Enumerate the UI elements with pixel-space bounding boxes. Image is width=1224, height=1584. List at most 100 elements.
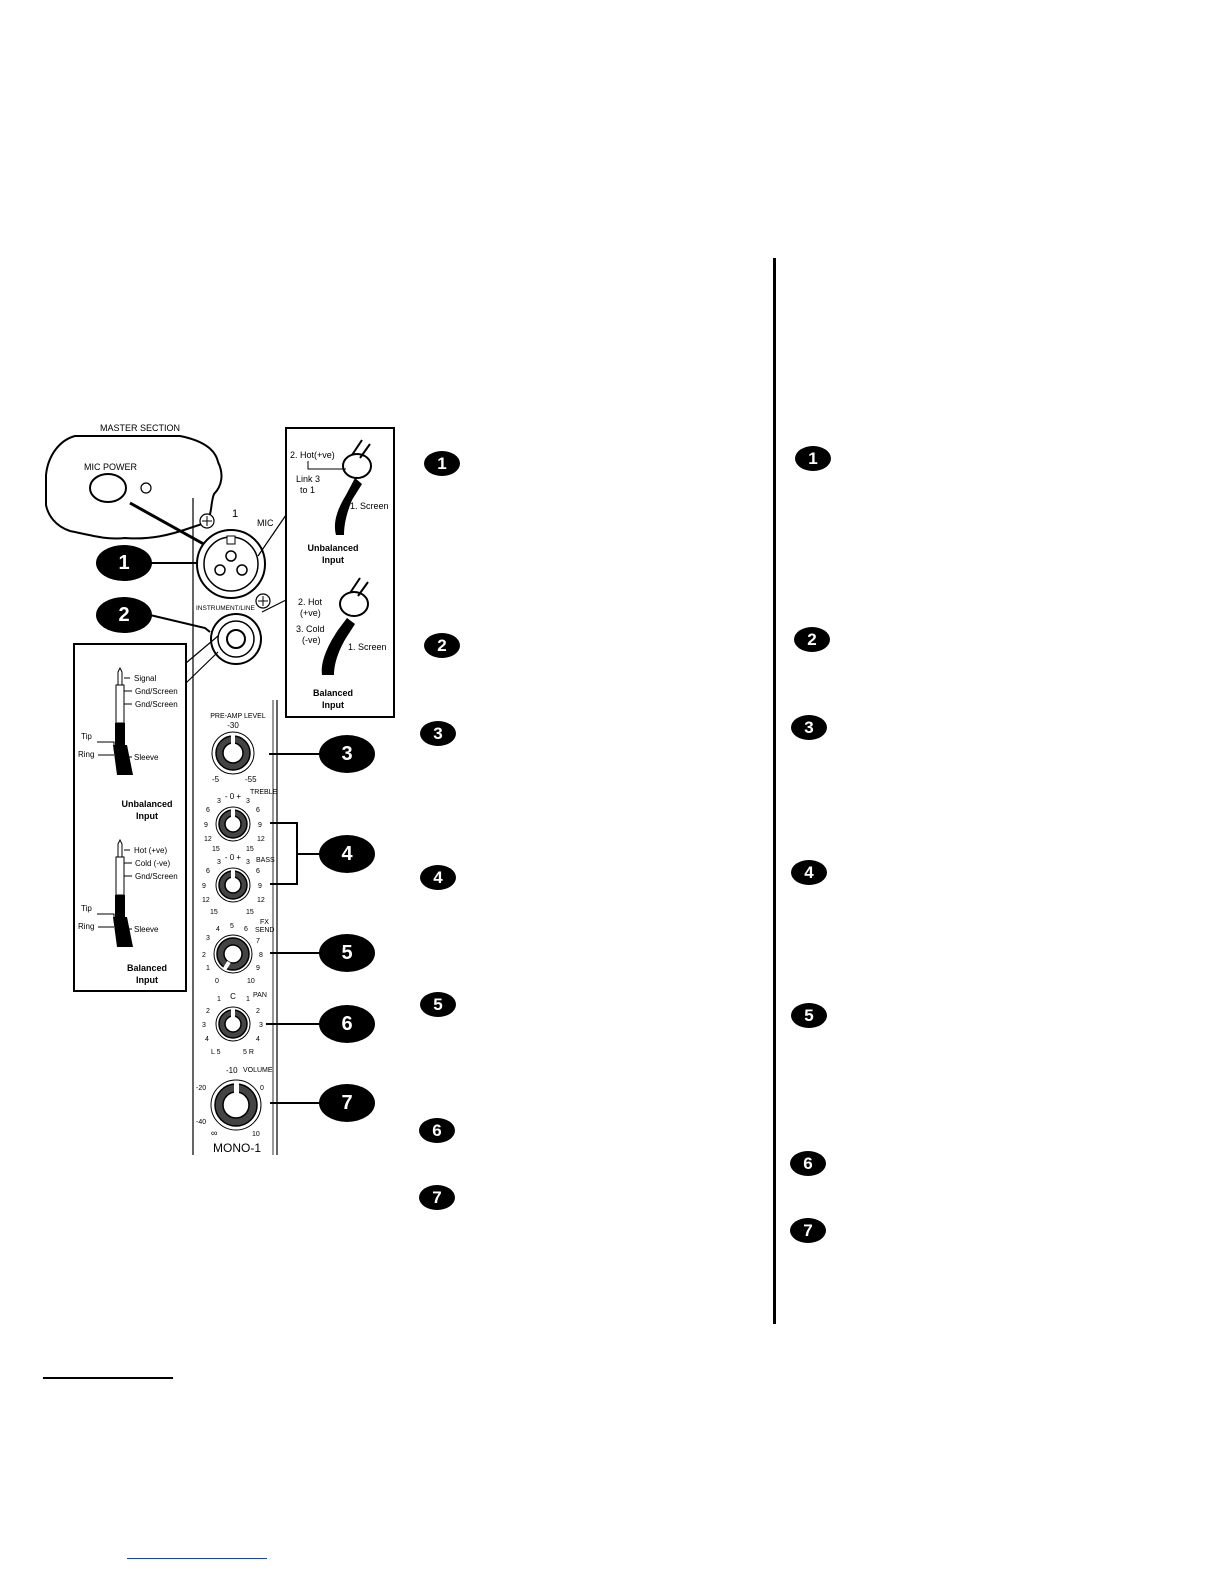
jack-unbalanced-title: Unbalanced [121,799,172,809]
xlr-balanced-hot-2: (+ve) [300,608,321,618]
right-marker-2: 2 [794,627,830,652]
xlr-plug-icon [321,577,369,675]
diagram-callout-6: 6 [319,1005,375,1043]
diagram-callout-7: 7 [319,1084,375,1122]
jack-balanced-cold: Cold (-ve) [135,859,170,868]
preamp-right-value: -55 [245,775,257,784]
jack-wiring-box: Signal Gnd/Screen Gnd/Screen Tip Ring Sl… [73,635,219,992]
xlr-balanced-cold-2: (-ve) [302,635,321,645]
fx-send-8: 8 [259,952,263,959]
xlr-connector[interactable]: 1 MIC [196,508,274,609]
channel-number: 1 [232,508,238,520]
fx-send-knob[interactable]: FX SEND 4 5 6 3 7 2 8 1 9 0 10 [202,919,274,985]
diagram-callout-5: 5 [319,934,375,972]
right-marker-7: 7 [790,1218,826,1243]
jack-unbalanced-title-2: Input [136,811,158,821]
bass-knob[interactable]: BASS - 0 + 3 3 6 6 9 9 12 12 15 15 [202,853,275,916]
preamp-left-value: -5 [212,775,220,784]
bass-r9: 9 [258,883,262,890]
pan-knob[interactable]: PAN C 1 1 2 2 3 3 4 4 L 5 5 R [202,992,267,1056]
jack-plug-icon [113,666,133,775]
channel-name: MONO-1 [213,1141,261,1155]
bass-l3: 3 [217,859,221,866]
xlr-unbalanced-screen: 1. Screen [350,501,389,511]
volume-zero: 0 [260,1085,264,1092]
middle-marker-2: 2 [424,633,460,658]
callout-leaders [149,562,322,1104]
pan-r5: 5 R [243,1049,254,1056]
treble-l3: 3 [217,798,221,805]
column-divider [773,258,776,1324]
master-section-title: MASTER SECTION [100,423,180,433]
pan-r2: 2 [256,1008,260,1015]
treble-r12: 12 [257,836,265,843]
pan-l5: L 5 [211,1049,221,1056]
jack-unbalanced-tip: Tip [81,732,92,741]
xlr-balanced-screen: 1. Screen [348,642,387,652]
fx-send-3: 3 [206,935,210,942]
bass-l6: 6 [206,868,210,875]
middle-marker-4: 4 [420,865,456,890]
bass-l15: 15 [210,909,218,916]
right-marker-4: 4 [791,860,827,885]
right-marker-1: 1 [795,446,831,471]
xlr-unbalanced-title-2: Input [322,555,344,565]
xlr-unbalanced-link: Link 3 [296,474,320,484]
xlr-plug-icon [334,439,372,535]
instrument-line-jack[interactable]: INSTRUMENT/LINE [196,605,262,665]
jack-plug-icon [113,838,133,947]
middle-marker-3: 3 [420,721,456,746]
treble-r6: 6 [256,807,260,814]
treble-l15: 15 [212,846,220,853]
preamp-level-knob[interactable]: PRE-AMP LEVEL -30 -5 -55 [210,713,266,784]
volume-top: -10 [226,1066,238,1075]
treble-label: TREBLE [250,789,278,796]
xlr-unbalanced-title: Unbalanced [307,543,358,553]
pan-label: PAN [253,992,267,999]
middle-marker-1: 1 [424,451,460,476]
xlr-balanced-title: Balanced [313,688,353,698]
jack-balanced-gnd: Gnd/Screen [135,872,178,881]
footnote-rule [43,1377,173,1379]
channel-strip [192,498,278,1155]
fx-send-9: 9 [256,965,260,972]
fx-send-2: 2 [202,952,206,959]
volume-ten: 10 [252,1131,260,1138]
mic-power-button[interactable] [89,473,127,503]
fx-send-4: 4 [216,926,220,933]
diagram-callout-4: 4 [319,835,375,873]
jack-balanced-title: Balanced [127,963,167,973]
pan-r3: 3 [259,1022,263,1029]
xlr-balanced-title-2: Input [322,700,344,710]
jack-balanced-title-2: Input [136,975,158,985]
pan-l4: 4 [205,1036,209,1043]
xlr-balanced-cold: 3. Cold [296,624,325,634]
bass-center: - 0 + [225,853,242,862]
fx-send-10: 10 [247,978,255,985]
master-section-panel: MASTER SECTION MIC POWER [45,423,223,540]
right-marker-5: 5 [791,1003,827,1028]
xlr-wiring-box: 2. Hot(+ve) Link 3 to 1 1. Screen Unbala… [257,427,395,718]
treble-r9: 9 [258,822,262,829]
bass-l12: 12 [202,897,210,904]
diagram-callout-2: 2 [96,597,152,633]
jack-balanced-tip: Tip [81,904,92,913]
fx-send-0: 0 [215,978,219,985]
volume-knob[interactable]: VOLUME -10 -20 0 -40 ∞ 10 MONO-1 [196,1066,273,1155]
volume-label: VOLUME [243,1067,273,1074]
preamp-label: PRE-AMP LEVEL [210,713,266,720]
pan-center: C [230,992,236,1001]
fx-send-6: 6 [244,926,248,933]
preamp-top-value: -30 [227,721,239,730]
xlr-unbalanced-hot: 2. Hot(+ve) [290,450,335,460]
treble-knob[interactable]: TREBLE - 0 + 3 3 6 6 9 9 12 12 15 15 [204,789,278,853]
bass-r3: 3 [246,859,250,866]
pan-l2: 2 [206,1008,210,1015]
pan-r4: 4 [256,1036,260,1043]
footer-link-underline[interactable] [127,1558,267,1559]
instrument-line-label: INSTRUMENT/LINE [196,605,256,612]
fx-send-label-2: SEND [255,927,274,934]
bass-r6: 6 [256,868,260,875]
treble-l6: 6 [206,807,210,814]
volume-minus20: -20 [196,1085,206,1092]
